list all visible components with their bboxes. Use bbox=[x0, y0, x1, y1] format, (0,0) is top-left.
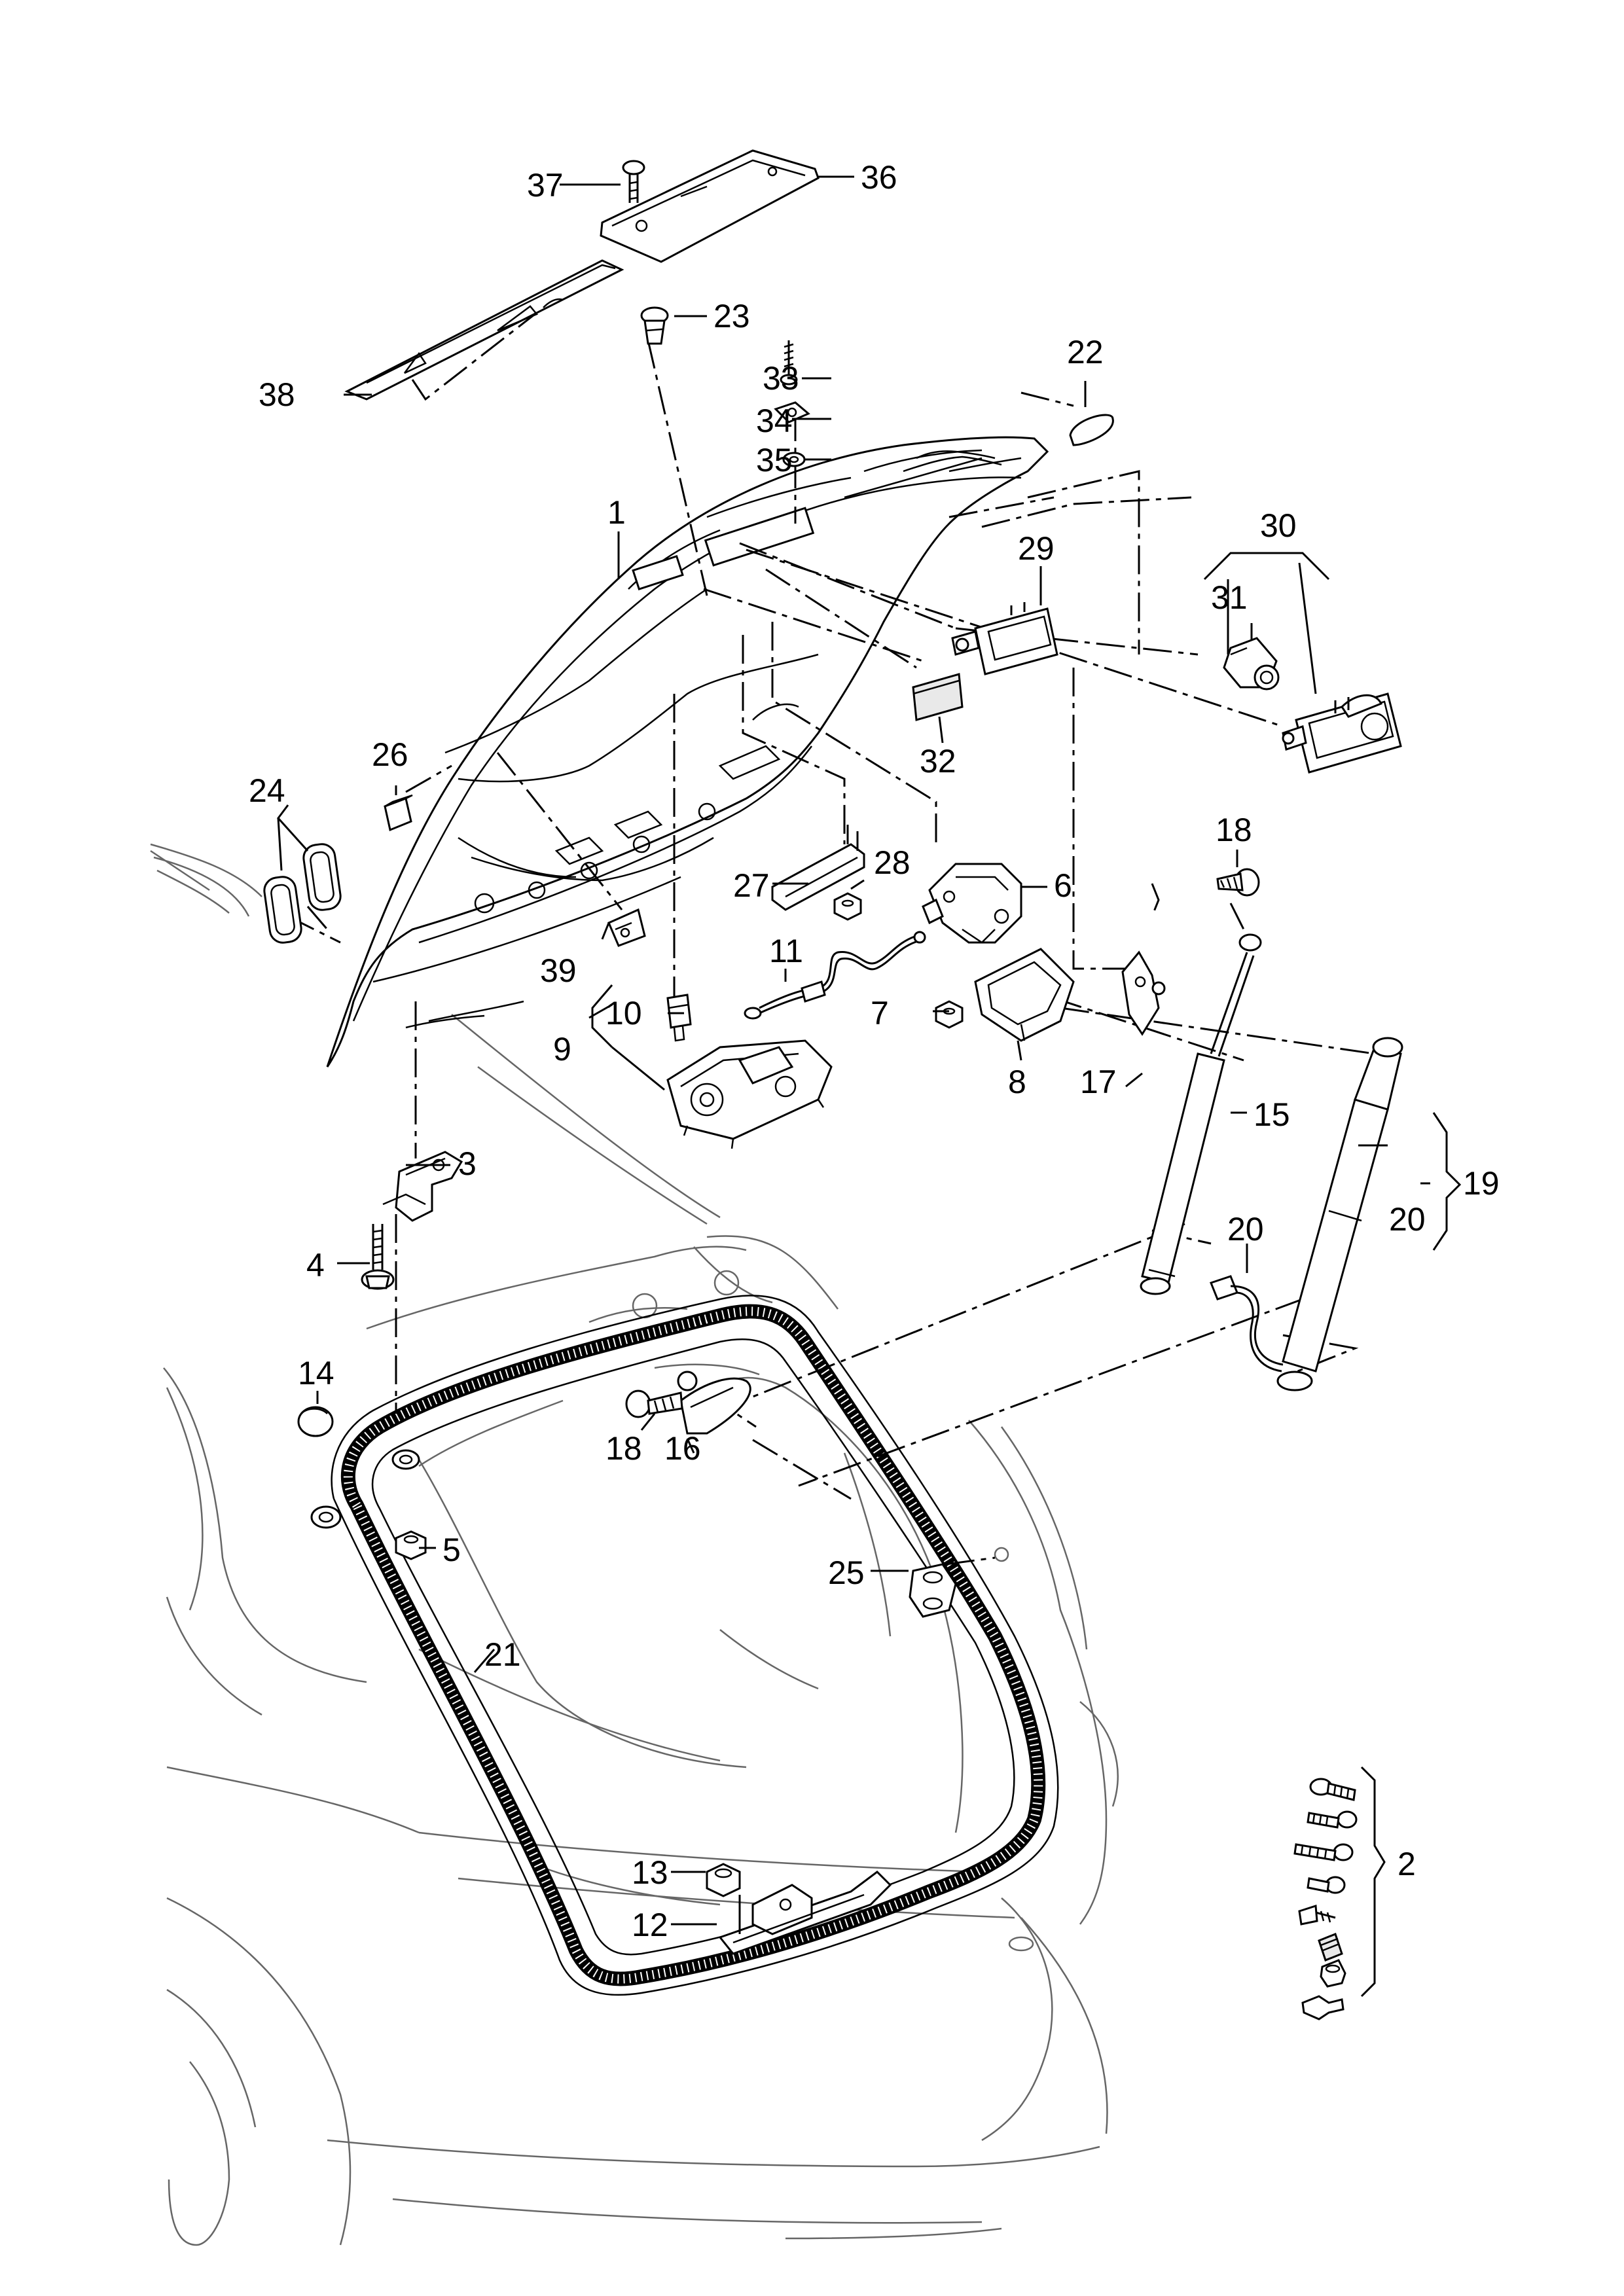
callout-21: 21 bbox=[484, 1636, 521, 1673]
callout-29: 29 bbox=[1018, 530, 1055, 567]
screw-18-lower bbox=[625, 1390, 683, 1418]
callout-32: 32 bbox=[920, 743, 956, 780]
callout-22: 22 bbox=[1067, 334, 1104, 370]
gasket-24 bbox=[263, 843, 342, 944]
callout-leaders bbox=[277, 175, 1462, 1998]
bracket-34 bbox=[774, 401, 810, 423]
callout-10: 10 bbox=[605, 995, 642, 1031]
callout-23: 23 bbox=[713, 298, 750, 334]
hinge-3 bbox=[382, 1151, 463, 1222]
callout-37: 37 bbox=[527, 167, 564, 204]
callout-18-lower: 18 bbox=[605, 1430, 642, 1467]
nut-28 bbox=[833, 892, 862, 921]
callout-15: 15 bbox=[1254, 1096, 1290, 1133]
callout-16: 16 bbox=[664, 1430, 701, 1467]
plug-14 bbox=[297, 1406, 420, 1529]
camera-sensor-31 bbox=[1223, 637, 1280, 691]
handle-assembly-30 bbox=[1282, 692, 1402, 774]
power-strut-19 bbox=[1276, 1037, 1403, 1391]
callout-5: 5 bbox=[442, 1532, 461, 1568]
callout-30: 30 bbox=[1260, 507, 1297, 544]
connector-20 bbox=[1210, 1275, 1284, 1372]
assembly-leader-lines bbox=[287, 260, 1375, 1566]
nut-13 bbox=[706, 1863, 741, 1897]
callout-19: 19 bbox=[1463, 1165, 1500, 1202]
callout-33: 33 bbox=[763, 360, 799, 397]
trim-plate-36 bbox=[600, 149, 820, 263]
callout-3: 3 bbox=[458, 1145, 477, 1182]
callout-18-upper: 18 bbox=[1216, 812, 1252, 848]
callout-24: 24 bbox=[249, 772, 285, 809]
callout-7: 7 bbox=[871, 995, 889, 1031]
callout-26: 26 bbox=[372, 736, 408, 773]
tailgate-panel-1 bbox=[326, 436, 1049, 1067]
screw-18-upper bbox=[1216, 868, 1260, 897]
bracket-27 bbox=[771, 825, 865, 911]
callout-39: 39 bbox=[540, 952, 577, 989]
callout-28: 28 bbox=[874, 844, 911, 881]
callout-4: 4 bbox=[306, 1247, 325, 1283]
pad-32 bbox=[912, 673, 964, 721]
bolt-4 bbox=[361, 1224, 395, 1290]
fasteners-set-2 bbox=[1293, 1778, 1358, 2020]
cover-8 bbox=[974, 948, 1075, 1042]
callout-17: 17 bbox=[1080, 1064, 1117, 1100]
bumper-25 bbox=[909, 1563, 957, 1618]
callout-20-brace: 20 bbox=[1389, 1201, 1426, 1238]
callout-2: 2 bbox=[1398, 1846, 1416, 1882]
bracket-39 bbox=[607, 908, 646, 947]
callout-38: 38 bbox=[259, 376, 295, 413]
nut-7 bbox=[935, 1000, 964, 1029]
cable-11 bbox=[744, 931, 926, 1020]
callout-25: 25 bbox=[828, 1554, 865, 1591]
callout-20: 20 bbox=[1227, 1211, 1264, 1247]
cap-22 bbox=[1069, 414, 1114, 446]
strap-16 bbox=[677, 1371, 751, 1435]
screw-37 bbox=[622, 160, 645, 203]
bolt-33 bbox=[780, 340, 798, 386]
striker-12 bbox=[718, 1871, 892, 1955]
callout-1: 1 bbox=[607, 494, 626, 531]
door-seal-21 bbox=[331, 1295, 1059, 1996]
callout-14: 14 bbox=[298, 1355, 334, 1391]
buffer-26 bbox=[384, 794, 413, 832]
callout-12: 12 bbox=[632, 1907, 668, 1943]
sensor-10 bbox=[666, 994, 692, 1042]
callout-13: 13 bbox=[632, 1854, 668, 1891]
callout-31: 31 bbox=[1211, 579, 1248, 616]
callout-36: 36 bbox=[861, 159, 897, 196]
callout-35: 35 bbox=[756, 442, 793, 478]
lock-6 bbox=[922, 863, 1022, 944]
callout-labels: 37 36 23 33 34 35 22 38 1 30 29 31 32 26… bbox=[249, 159, 1500, 1943]
bracket-17 bbox=[1121, 950, 1166, 1036]
handle-switch-29 bbox=[951, 602, 1058, 675]
nut-5 bbox=[395, 1530, 427, 1560]
gas-strut-15 bbox=[1140, 933, 1262, 1295]
clip-23 bbox=[640, 306, 669, 345]
vehicle-body-outline bbox=[150, 843, 1119, 2246]
callout-8: 8 bbox=[1008, 1064, 1026, 1100]
callout-27: 27 bbox=[733, 867, 770, 904]
callout-9: 9 bbox=[553, 1031, 571, 1067]
motor-9 bbox=[666, 1039, 833, 1149]
fender-outline bbox=[150, 850, 230, 914]
callout-11: 11 bbox=[769, 933, 803, 969]
callout-6: 6 bbox=[1054, 867, 1072, 904]
label-sticker-38 bbox=[344, 259, 624, 401]
callout-34: 34 bbox=[756, 403, 793, 439]
